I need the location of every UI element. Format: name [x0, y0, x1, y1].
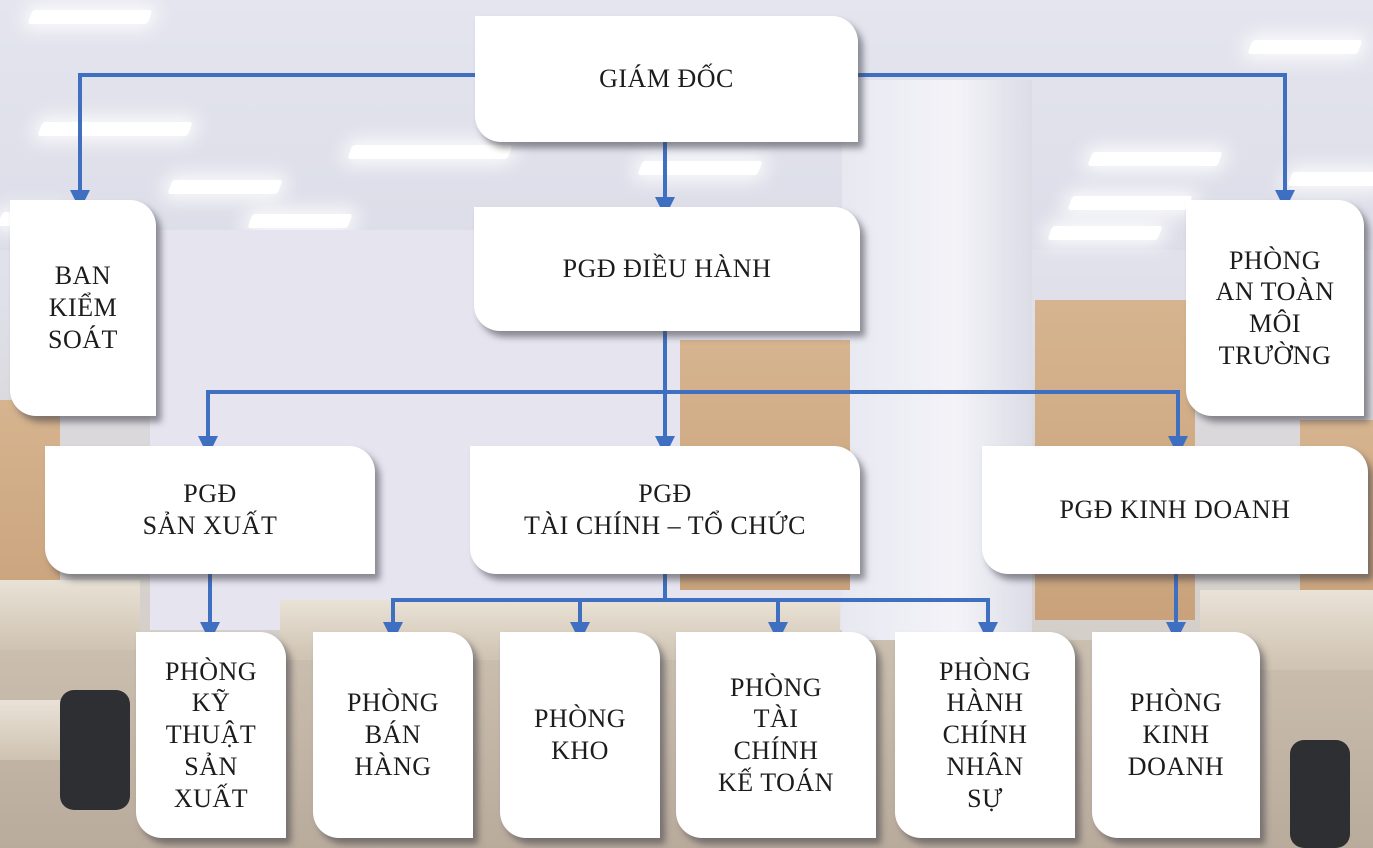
node-label: PHÒNG TÀI CHÍNH KẾ TOÁN: [718, 672, 834, 797]
node-label: PGĐ SẢN XUẤT: [142, 479, 278, 540]
connector-giamdoc-bankiemsoat: [70, 73, 475, 210]
node-phong-hanh-chinh-nhan-su: PHÒNG HÀNH CHÍNH NHÂN SỰ: [895, 632, 1075, 838]
connector-taichinh-ketoan: [665, 598, 788, 642]
node-label: PGĐ TÀI CHÍNH – TỔ CHỨC: [524, 479, 806, 540]
node-phong-tai-chinh-ke-toan: PHÒNG TÀI CHÍNH KẾ TOÁN: [676, 632, 876, 838]
node-label: GIÁM ĐỐC: [599, 64, 734, 94]
node-pgd-dieu-hanh: PGĐ ĐIỀU HÀNH: [474, 207, 860, 331]
node-label: PHÒNG KỸ THUẬT SẢN XUẤT: [164, 656, 258, 813]
node-phong-ban-hang: PHÒNG BÁN HÀNG: [313, 632, 473, 838]
node-label: PHÒNG BÁN HÀNG: [346, 688, 440, 781]
office-chair: [1290, 740, 1350, 848]
node-phong-ky-thuat-san-xuat: PHÒNG KỸ THUẬT SẢN XUẤT: [136, 632, 286, 838]
connector-taichinh-nhansu: [778, 598, 998, 642]
desk: [0, 580, 140, 650]
node-phong-kinh-doanh: PHÒNG KINH DOANH: [1092, 632, 1260, 838]
connector-dieuhanh-kinhdoanh: [665, 390, 1188, 456]
node-pgd-kinh-doanh: PGĐ KINH DOANH: [982, 446, 1368, 574]
connector-dieuhanh-sanxuat: [198, 390, 665, 456]
office-chair: [60, 690, 130, 810]
node-pgd-san-xuat: PGĐ SẢN XUẤT: [45, 446, 375, 574]
connector-giamdoc-antoan: [858, 73, 1295, 210]
node-label: PGĐ ĐIỀU HÀNH: [562, 254, 772, 284]
node-phong-kho: PHÒNG KHO: [500, 632, 660, 838]
node-pgd-tai-chinh-to-chuc: PGĐ TÀI CHÍNH – TỔ CHỨC: [470, 446, 860, 574]
node-label: PHÒNG KINH DOANH: [1127, 688, 1225, 781]
connector-taichinh-banhang: [383, 598, 665, 642]
node-label: PHÒNG AN TOÀN MÔI TRƯỜNG: [1215, 245, 1335, 370]
node-label: PHÒNG KHO: [533, 704, 627, 765]
node-phong-an-toan-moi-truong: PHÒNG AN TOÀN MÔI TRƯỜNG: [1186, 200, 1364, 416]
node-label: PHÒNG HÀNH CHÍNH NHÂN SỰ: [938, 656, 1032, 813]
node-label: PGĐ KINH DOANH: [1059, 495, 1291, 525]
node-label: BAN KIỂM SOÁT: [48, 261, 118, 354]
node-giam-doc: GIÁM ĐỐC: [475, 16, 858, 142]
node-ban-kiem-soat: BAN KIỂM SOÁT: [10, 200, 156, 416]
